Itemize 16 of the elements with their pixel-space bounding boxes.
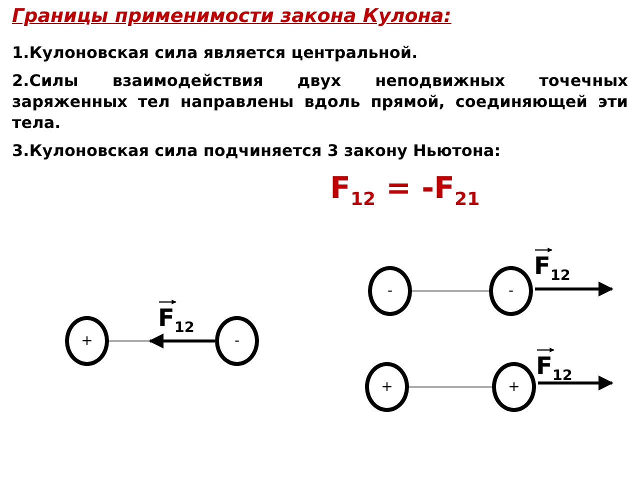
charge-circle: + — [65, 316, 109, 366]
charge-circle: - — [368, 266, 412, 316]
connecting-line — [412, 290, 490, 292]
charge-circle: + — [365, 362, 409, 412]
charge-circle: - — [215, 316, 259, 366]
force-label: F$_{12}$ — [534, 252, 570, 286]
charge-circle: + — [492, 362, 536, 412]
connecting-line — [408, 386, 492, 388]
force-label: F$_{12}$ — [158, 304, 194, 338]
list-item: 2.Силы взаимодействия двух неподвижных точечных заряженных тел направлены вдоль прямой, соединяющей эти тела. — [12, 70, 628, 133]
list-item: 3.Кулоновская сила подчиняется 3 закону Ньютона: — [12, 140, 502, 161]
force-label: F$_{12}$ — [536, 352, 572, 386]
list-item: 1.Кулоновская сила является центральной. — [12, 42, 419, 63]
formula: F$_{12}$ = -F$_{21}$ — [330, 172, 480, 212]
slide-title: Границы применимости закона Кулона: — [12, 6, 452, 27]
charge-circle: - — [489, 266, 533, 316]
